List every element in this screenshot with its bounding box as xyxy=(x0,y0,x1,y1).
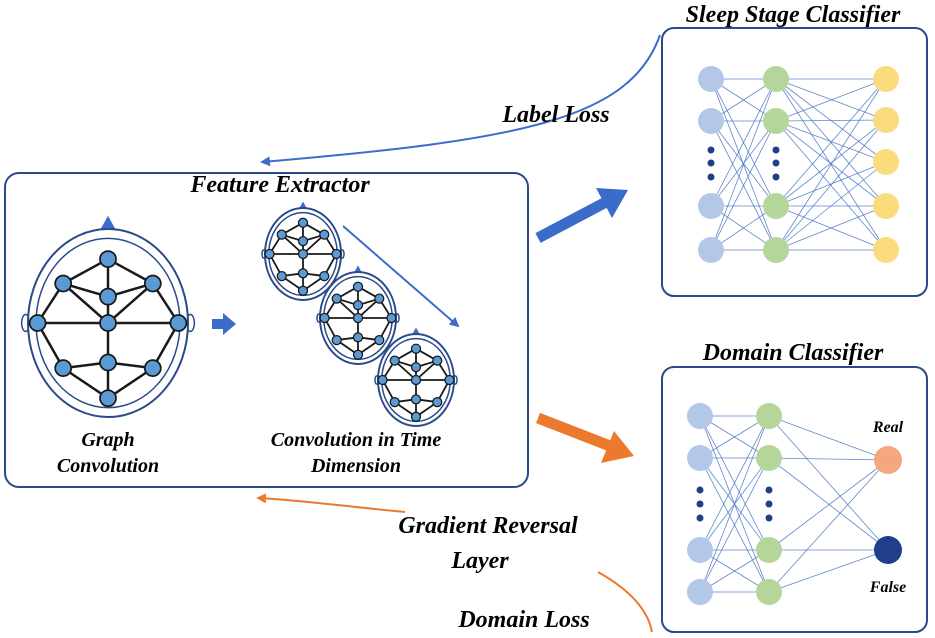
ellipsis-dot xyxy=(765,514,773,522)
nn-node xyxy=(763,66,789,92)
nn-node xyxy=(698,237,724,263)
nn-node xyxy=(873,193,899,219)
sleep-stage-network xyxy=(698,66,899,263)
real-label: Real xyxy=(872,419,904,436)
ellipsis-dot xyxy=(696,514,704,522)
nn-node xyxy=(698,193,724,219)
gradient-reversal-label-line1: Gradient Reversal xyxy=(398,513,578,539)
nn-node xyxy=(756,579,782,605)
domain-classifier-title: Domain Classifier xyxy=(702,340,884,366)
ellipsis-dot xyxy=(707,173,715,181)
arrow-to-domain-classifier xyxy=(536,412,634,463)
graph-convolution-label-line2: Convolution xyxy=(57,455,159,477)
nn-node xyxy=(687,537,713,563)
eeg-head-graph-icon xyxy=(374,327,458,427)
nn-node xyxy=(873,66,899,92)
domain-loss-label: Domain Loss xyxy=(457,607,589,633)
label-loss-label: Label Loss xyxy=(501,102,609,128)
sleep-stage-classifier-frame xyxy=(661,27,928,297)
nn-node xyxy=(763,237,789,263)
nn-node xyxy=(874,446,902,474)
ellipsis-dot xyxy=(765,486,773,494)
gradient-reversal-label-line2: Layer xyxy=(450,548,509,574)
feature-extractor-frame xyxy=(4,172,529,488)
classifier-networks xyxy=(687,66,902,605)
nn-node xyxy=(687,445,713,471)
feature-extractor-title: Feature Extractor xyxy=(189,172,370,198)
false-label: False xyxy=(869,579,906,596)
ellipsis-dot xyxy=(765,500,773,508)
ellipsis-dot xyxy=(707,146,715,154)
time-convolution-label-line1: Convolution in Time xyxy=(271,429,442,451)
nn-node xyxy=(873,107,899,133)
nn-node xyxy=(687,579,713,605)
nn-node xyxy=(873,237,899,263)
ellipsis-dot xyxy=(772,159,780,167)
ellipsis-dot xyxy=(772,146,780,154)
nn-node xyxy=(874,536,902,564)
domain-network xyxy=(687,403,902,605)
domain-classifier-frame xyxy=(661,366,928,633)
nn-node xyxy=(698,66,724,92)
nn-node xyxy=(698,108,724,134)
eeg-head-graph-icon xyxy=(316,265,400,365)
sleep-stage-classifier-title: Sleep Stage Classifier xyxy=(686,2,901,28)
domain-loss-curve xyxy=(597,571,653,633)
arrow-to-sleep-classifier xyxy=(535,188,628,243)
ellipsis-dot xyxy=(696,486,704,494)
time-dimension-arrow xyxy=(342,225,460,328)
nn-node xyxy=(873,149,899,175)
ellipsis-dot xyxy=(772,173,780,181)
nn-node xyxy=(687,403,713,429)
label-loss-arrow xyxy=(260,34,661,167)
gradient-reversal-arrow xyxy=(256,493,406,513)
nn-node xyxy=(756,445,782,471)
nn-node xyxy=(763,108,789,134)
eeg-head-graph-icons xyxy=(20,201,458,427)
ellipsis-dot xyxy=(696,500,704,508)
ellipsis-dot xyxy=(707,159,715,167)
nn-node xyxy=(756,403,782,429)
nn-node xyxy=(756,537,782,563)
graph-convolution-label-line1: Graph xyxy=(81,429,134,451)
nn-node xyxy=(763,193,789,219)
arrow-right-icon xyxy=(212,313,236,335)
eeg-head-graph-icon xyxy=(261,201,345,301)
time-convolution-label-line2: Dimension xyxy=(310,455,401,477)
eeg-head-graph-icon xyxy=(20,215,196,418)
